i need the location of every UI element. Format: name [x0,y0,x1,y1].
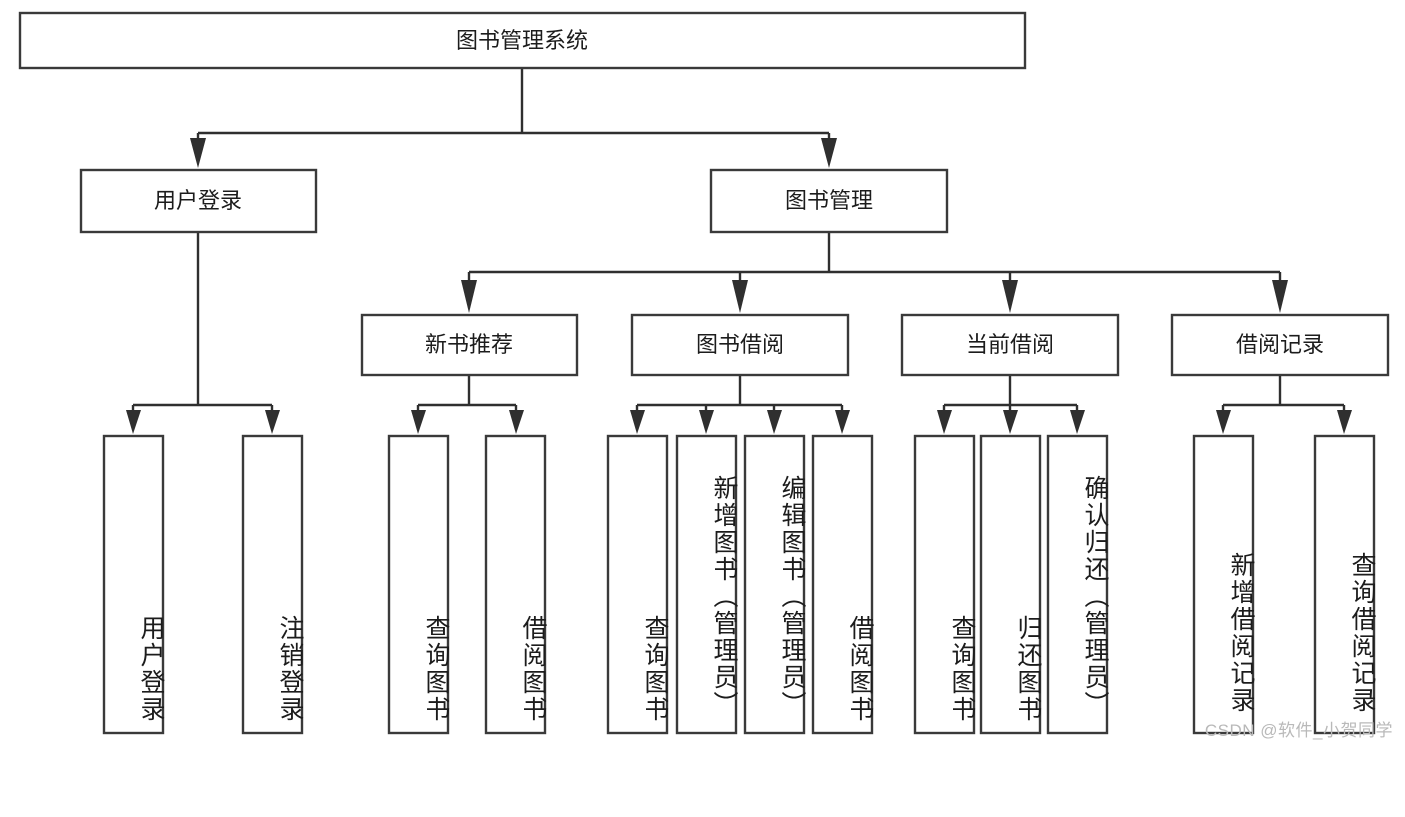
node-current-borrow-label: 当前借阅 [966,332,1054,357]
arrow-head-user-login [190,138,206,168]
leaf-box-query-book-borrow[interactable] [606,434,669,735]
node-user-login-box[interactable] [79,168,318,234]
node-book-management-label: 图书管理 [785,188,873,213]
leaf-box-borrow-book-recommend[interactable] [484,434,547,735]
connector-group-borrow-records-to-leaves [1216,375,1352,434]
arrow-head-borrow-records [1272,280,1288,313]
connector-group-book-borrow-to-leaves [630,375,850,434]
node-book-borrow[interactable]: 图书借阅 [630,313,850,377]
connector-group-user-login-to-leaves [126,232,280,434]
node-user-login-label: 用户登录 [154,188,242,213]
node-book-borrow-box[interactable] [630,313,850,377]
connector-group-book-management-to-level3 [461,232,1288,313]
leaf-box-edit-book-admin[interactable] [743,434,806,735]
connector-group-new-book-to-leaves [411,375,524,434]
node-current-borrow[interactable]: 当前借阅 [900,313,1120,377]
leaf-boxes-group [102,434,1376,735]
arrow-head-leaf-borrow-book-recommend [509,410,524,434]
leaf-box-add-book-admin[interactable] [675,434,738,735]
node-book-borrow-label: 图书借阅 [696,332,784,357]
leaf-box-confirm-return-admin[interactable] [1046,434,1109,735]
hierarchy-diagram-svg: 图书管理系统 用户登录 图书管理 新书推荐 图书借阅 当前借阅 借阅记录 [18,11,1390,735]
node-new-book-recommend[interactable]: 新书推荐 [360,313,579,377]
node-borrow-records-label: 借阅记录 [1236,332,1324,357]
leaf-box-user-login[interactable] [102,434,165,735]
leaf-box-query-borrow-record[interactable] [1313,434,1376,735]
arrow-head-leaf-query-book-borrow [630,410,645,434]
node-book-management-box[interactable] [709,168,949,234]
node-root[interactable]: 图书管理系统 [18,11,1027,70]
arrow-head-leaf-query-book-current [937,410,952,434]
leaf-box-query-book-recommend[interactable] [387,434,450,735]
leaf-box-logout[interactable] [241,434,304,735]
node-borrow-records-box[interactable] [1170,313,1390,377]
arrow-head-leaf-user-login [126,410,141,434]
arrow-head-leaf-logout [265,410,280,434]
arrow-head-leaf-query-borrow-record [1337,410,1352,434]
node-new-book-recommend-label: 新书推荐 [425,332,513,357]
leaf-box-query-book-current[interactable] [913,434,976,735]
leaf-box-return-book[interactable] [979,434,1042,735]
arrow-head-current-borrow [1002,280,1018,313]
leaf-box-borrow-book[interactable] [811,434,874,735]
connector-group-current-borrow-to-leaves [937,375,1085,434]
node-borrow-records[interactable]: 借阅记录 [1170,313,1390,377]
arrow-head-leaf-return-book [1003,410,1018,434]
arrow-head-leaf-edit-book-admin [767,410,782,434]
node-book-management[interactable]: 图书管理 [709,168,949,234]
diagram-canvas: 图书管理系统 用户登录 图书管理 新书推荐 图书借阅 当前借阅 借阅记录 [18,11,1393,740]
node-root-label: 图书管理系统 [456,28,588,53]
arrow-head-leaf-add-borrow-record [1216,410,1231,434]
arrow-head-leaf-confirm-return-admin [1070,410,1085,434]
arrow-head-leaf-add-book-admin [699,410,714,434]
node-root-box[interactable] [18,11,1027,70]
arrow-head-new-book-recommend [461,280,477,313]
leaf-box-add-borrow-record[interactable] [1192,434,1255,735]
arrow-head-leaf-borrow-book [835,410,850,434]
node-current-borrow-box[interactable] [900,313,1120,377]
node-new-book-recommend-box[interactable] [360,313,579,377]
arrow-head-leaf-query-book-recommend [411,410,426,434]
csdn-watermark: CSDN @软件_小贺同学 [1204,721,1393,740]
arrow-head-book-borrow [732,280,748,313]
node-user-login[interactable]: 用户登录 [79,168,318,234]
connector-group-root-to-level2 [190,68,837,168]
arrow-head-book-management [821,138,837,168]
